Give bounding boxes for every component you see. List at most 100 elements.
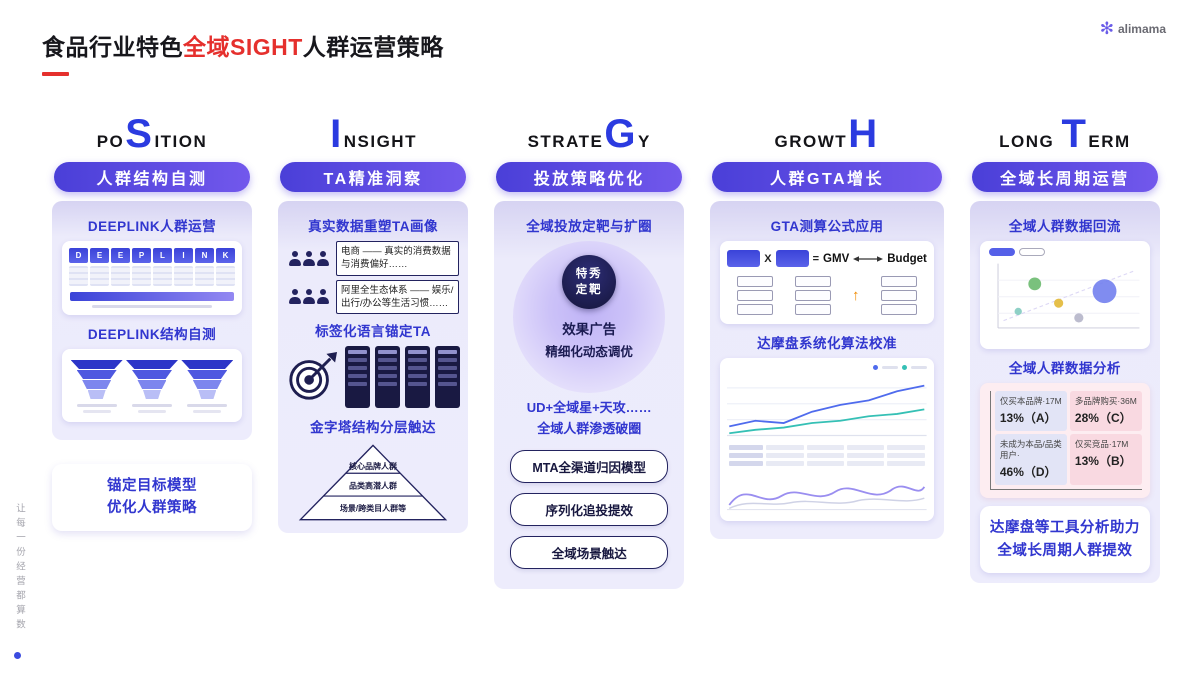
damopan-calibration-card <box>720 358 934 522</box>
deeplink-stage: P <box>132 248 151 263</box>
section-title: 真实数据重塑TA画像 <box>308 219 439 234</box>
badge-line: 特秀 <box>575 267 603 280</box>
word-pre: LONG <box>999 132 1061 151</box>
up-arrow-icon: ↑ <box>851 287 860 304</box>
quadrant-grid: 仅买本品牌·17M 13%（A） 多品牌购买·36M 28%（C） 未成为本品/… <box>989 391 1142 491</box>
audience-quadrant-card: 仅买本品牌·17M 13%（A） 多品牌购买·36M 28%（C） 未成为本品/… <box>979 383 1150 499</box>
bubble <box>1074 313 1084 323</box>
quadrant-value: 28%（C） <box>1074 411 1132 426</box>
bubble-scatter-chart <box>997 263 1140 329</box>
deeplink-operation-diagram: D E E P L I N K <box>62 241 242 315</box>
ta-data-row: 电商 —— 真实的消费数据与消费偏好…… <box>287 241 460 276</box>
funnel-chart <box>181 360 234 413</box>
deeplink-caption <box>92 305 212 308</box>
ta-data-text: 电商 —— 真实的消费数据与消费偏好…… <box>336 241 460 276</box>
gta-formula-card: X = GMV Budget ↑ <box>720 241 934 324</box>
position-summary-card: 锚定目标模型 优化人群策略 <box>52 464 252 531</box>
summary-line: 全域长周期人群提效 <box>997 542 1133 559</box>
pyramid-tier-label: 场景/跨类目人群等 <box>340 503 406 513</box>
alimama-starburst-icon: ✻ <box>1099 19 1114 38</box>
bubble <box>1014 307 1022 316</box>
growth-panel: GTA测算公式应用 X = GMV Budget <box>710 201 944 540</box>
deeplink-summary-bar <box>70 292 234 301</box>
word-pre: STRATE <box>527 132 604 151</box>
mid-line: UD+全域星+天攻…… <box>526 400 652 415</box>
funnel-chart <box>70 360 123 413</box>
budget-label: Budget <box>887 252 927 265</box>
strategy-panel: 全域投放定靶与扩圈 特秀 定靶 效果广告 精细化动态调优 UD+全域星+天攻……… <box>494 201 685 589</box>
quadrant-value: 13%（A） <box>999 411 1057 426</box>
gmv-label: GMV <box>823 252 850 265</box>
position-panel: DEEPLINK人群运营 D E E P L I N K <box>52 201 252 440</box>
deeplink-stage: E <box>111 248 130 263</box>
word-letter: G <box>604 112 637 156</box>
data-backflow-card <box>979 241 1150 350</box>
quadrant-cell-a: 仅买本品牌·17M 13%（A） <box>994 391 1067 432</box>
double-arrow-icon <box>853 255 884 262</box>
tag-targeting-diagram <box>285 346 461 409</box>
gta-detail-row: ↑ <box>727 276 927 317</box>
pill-insight: TA精准洞察 <box>280 162 467 192</box>
tag-table <box>405 346 431 409</box>
metrics-table <box>729 445 925 467</box>
word-letter: S <box>125 112 154 156</box>
people-icons <box>287 289 331 305</box>
word-pre: GROWT <box>774 132 848 151</box>
ta-data-row: 阿里全生态体系 —— 娱乐/出行/办公等生活习惯…… <box>287 279 460 315</box>
insight-panel: 真实数据重塑TA画像 电商 —— 真实的消费数据与消费偏好…… 阿里全生态体系 … <box>278 201 469 534</box>
word-post: NSIGHT <box>343 132 417 151</box>
quadrant-cell-b: 仅买竞品·17M 13%（B） <box>1069 434 1142 486</box>
metric-boxes <box>737 276 774 315</box>
word-post: Y <box>637 132 651 151</box>
section-title: 全域人群数据分析 <box>1008 361 1121 377</box>
title-prefix: 食品行业特色 <box>42 34 183 60</box>
bubble <box>1053 298 1064 308</box>
quadrant-label: 仅买竞品·17M <box>1074 439 1129 450</box>
calibration-line-chart <box>727 384 927 437</box>
texiu-badge: 特秀 定靶 <box>562 255 617 309</box>
badge-line: 定靶 <box>575 284 603 296</box>
quadrant-value: 13%（B） <box>1074 454 1132 469</box>
word-post: ITION <box>154 132 208 151</box>
page-title: 食品行业特色全域SIGHT人群运营策略 <box>42 28 444 62</box>
pill-longterm: 全域长周期运营 <box>971 162 1158 192</box>
person-icon <box>303 250 315 266</box>
tag-table <box>345 346 371 409</box>
summary-line: 达摩盘等工具分析助力 <box>989 520 1140 537</box>
title-underline <box>42 72 69 76</box>
pyramid-tier-label: 核心品牌人群 <box>349 461 397 471</box>
metric-boxes <box>794 276 831 315</box>
slogan-dot <box>14 652 21 659</box>
quadrant-cell-c: 多品牌购买·36M 28%（C） <box>1069 391 1142 432</box>
deeplink-stage: E <box>90 248 109 263</box>
summary-line: 优化人群策略 <box>107 500 197 517</box>
quadrant-cell-d: 未成为本品/品类用户· 46%（D） <box>994 434 1067 486</box>
section-title: GTA测算公式应用 <box>770 219 884 234</box>
legend-dot-blue <box>872 365 878 370</box>
chart-tab <box>988 248 1015 256</box>
deeplink-detail-row <box>69 266 235 286</box>
targeting-disc-graphic: 特秀 定靶 效果广告 精细化动态调优 <box>513 241 666 393</box>
audience-metric-box <box>727 250 761 267</box>
chart-legend <box>727 365 927 370</box>
conversion-metric-box <box>775 250 809 267</box>
person-icon <box>289 289 301 305</box>
funnel-group <box>69 356 235 415</box>
section-title: 标签化语言锚定TA <box>315 324 432 340</box>
word-letter: H <box>848 112 879 156</box>
gta-formula-row: X = GMV Budget <box>727 250 927 267</box>
pyramid-diagram: 核心品牌人群 品类高潜人群 场景/跨类目人群等 <box>298 444 448 521</box>
disc-text: 精细化动态调优 <box>545 345 633 359</box>
deeplink-stage: I <box>174 248 193 263</box>
section-title: 金字塔结构分层触达 <box>310 420 437 436</box>
equals-sign: = <box>812 252 820 265</box>
strategy-mid-text: UD+全域星+天攻…… 全域人群渗透破圈 <box>501 397 677 440</box>
